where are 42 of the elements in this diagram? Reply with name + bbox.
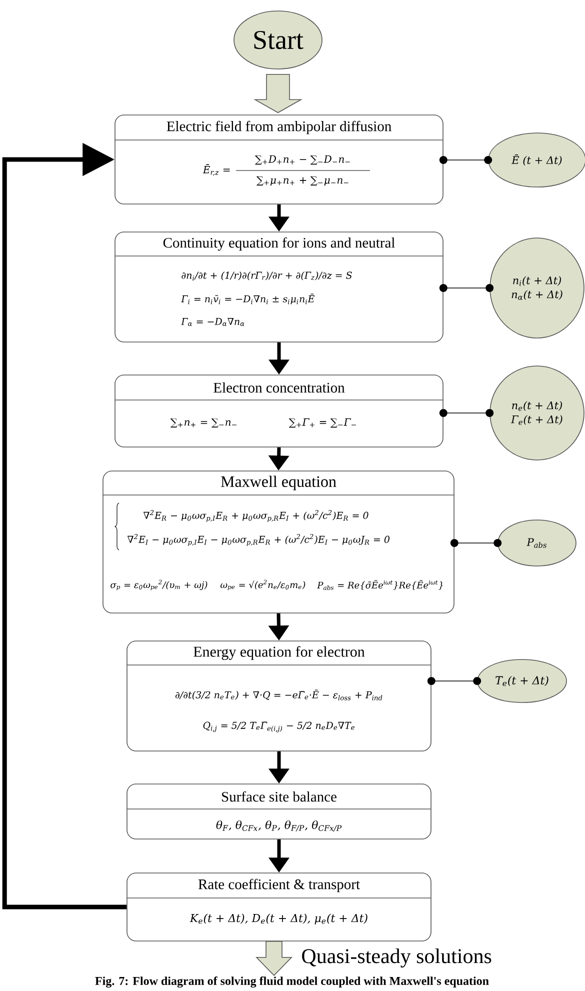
equation: K$_{e}$(t + Δt), D$_{e}$(t + Δt), μ$_{e}$(t + Δt) bbox=[190, 914, 368, 924]
box-heading: Maxwell equation bbox=[220, 476, 336, 490]
process-box bbox=[126, 640, 432, 752]
equation: ∇$^{2}$E$_{R}$ − μ$_{0}$ωσ$_{p,I}$E$_{R}$ + μ$_{0}$ωσ$_{p,R}$E$_{I}$ + (ω$^{2}$/c$^{2}$)E$_{R}$ = 0 bbox=[143, 510, 368, 522]
equation: ∂/∂t(3/2 n$_{e}$T$_{e}$) + ∇·Q = −eΓ̄$_{e}$·Ē − ε$_{loss}$ + P$_{ind}$ bbox=[175, 690, 382, 700]
box-heading: Surface site balance bbox=[222, 791, 336, 802]
box-heading: Continuity equation for ions and neutral bbox=[163, 237, 395, 251]
equation: ∇$^{2}$E$_{I}$ − μ$_{0}$ωσ$_{p,I}$E$_{I}$ − μ$_{0}$ωσ$_{p,R}$E$_{R}$ + (ω$^{2}$/c$^{2}$)E$_{I}$ − μ$_{0}$ωJ$_{R}$ = 0 bbox=[127, 534, 390, 546]
node-label: ∑$_{+}$μ$_{+}$n$_{+}$ + ∑$_{−}$μ$_{−}$n$_{−}$ bbox=[256, 176, 348, 186]
block-arrow bbox=[253, 74, 303, 114]
equation: P$_{abs}$ = Re{σ̃Ẽe$^{iωt}$}Re{Ẽe$^{iωt}$} bbox=[317, 580, 443, 590]
equation: θ$_{F}$, θ$_{CFx}$, θ$_{P}$, θ$_{F/P}$, θ$_{CFx/P}$ bbox=[216, 820, 342, 832]
equation: ω$_{pe}$ = √(e$^{2}$n$_{e}$/ε$_{0}$m$_{e}$) bbox=[220, 580, 306, 590]
block-arrow bbox=[256, 941, 292, 976]
connector-line bbox=[450, 539, 502, 547]
equation: σ$_{p}$ = ε$_{0}$ω$_{pe}$$^{2}$/(υ$_{m}$ + ωj) bbox=[110, 580, 208, 590]
node-label: ∑$_{+}$D$_{+}$n$_{+}$ − ∑$_{−}$D$_{−}$n$_{−}$ bbox=[255, 155, 350, 165]
equation: Γ$_{α}$ = −D$_{α}$∇n$_{α}$ bbox=[181, 318, 244, 326]
connector-line bbox=[439, 156, 492, 164]
equation: ∑$_{+}$Γ$_{+}$ = ∑$_{−}$Γ$_{−}$ bbox=[288, 418, 356, 428]
node-label: Ē$_{r,z}$ = bbox=[202, 164, 230, 176]
box-heading: Electric field from ambipolar diffusion bbox=[166, 120, 392, 134]
process-box bbox=[102, 470, 454, 614]
edge-label: Quasi-steady solutions bbox=[300, 947, 493, 969]
process-box bbox=[114, 232, 444, 342]
box-heading: Energy equation for electron bbox=[194, 646, 365, 660]
equation: Γ$_{i}$ = n$_{i}$v̄$_{i}$ = −D$_{i}$∇n$_{i}$ ± s$_{i}$μ$_{i}$n$_{i}$Ē bbox=[181, 294, 315, 304]
connector-line bbox=[439, 409, 494, 417]
box-heading: Rate coefficient & transport bbox=[198, 878, 360, 892]
process-box bbox=[126, 784, 432, 840]
process-box bbox=[114, 374, 444, 448]
process-box bbox=[126, 872, 432, 942]
equation: ∑$_{+}$n$_{+}$ = ∑$_{−}$n$_{−}$ bbox=[170, 418, 236, 428]
feedback-arrow bbox=[2, 142, 127, 910]
process-box bbox=[114, 114, 444, 204]
connector-line bbox=[427, 677, 482, 685]
equation: ∂n$_{i}$/∂t + (1/r)∂(rΓ$_{r}$)/∂r + ∂(Γ$_{z}$)/∂z = S bbox=[182, 272, 352, 281]
equation: Q$_{i,j}$ = 5/2 T$_{e}$Γ̄$_{e(i,j)}$ − 5/2 n$_{e}$D$_{e}$∇T$_{e}$ bbox=[203, 722, 354, 732]
equation: Ē$_{r,z}$ = ∑$_{+}$D$_{+}$n$_{+}$ − ∑$_{−}$D$_{−}$n$_{−}$ ∑$_{+}$μ$_{+}$n$_{+}$ + ∑$_{−}$μ$_{−}$n$_{−}$ bbox=[202, 155, 370, 186]
caption: Fig. 7: Flow diagram of solving fluid model coupled with Maxwell's equation bbox=[95, 976, 489, 988]
box-heading: Electron concentration bbox=[214, 382, 345, 393]
connector-line bbox=[439, 284, 494, 292]
